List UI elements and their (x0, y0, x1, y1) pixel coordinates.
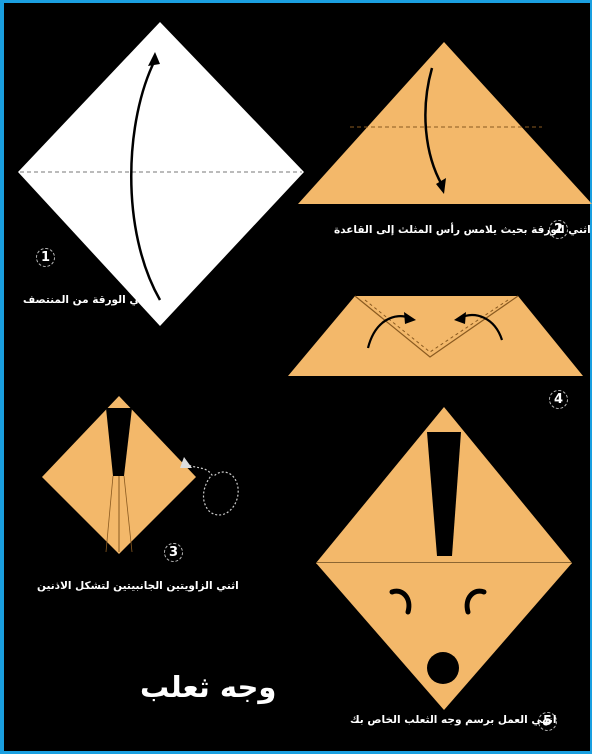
page-title: وجه ثعلب (140, 670, 276, 704)
step1-caption: اثني الورقة من المنتصف (23, 294, 152, 306)
step-number-1: 1 (36, 248, 55, 267)
step2-diagram (298, 42, 592, 204)
step3-diagram (42, 396, 238, 554)
step-number-3: 3 (164, 543, 183, 562)
step-number-4: 4 (549, 390, 568, 409)
step5-diagram (316, 407, 572, 710)
step2-caption: اثني الورقة بحيث يلامس رأس المثلث إلى ال… (334, 224, 591, 236)
step5-caption: انهي العمل برسم وجه الثعلب الخاص بك (350, 714, 556, 726)
step1-diagram (18, 22, 304, 326)
fox-nose (427, 652, 459, 684)
step4-trapezoid (288, 296, 583, 376)
fox-face-triangle (316, 563, 572, 710)
step3-turn-arrow (182, 462, 238, 515)
step1-white-paper (18, 22, 304, 326)
step3-caption: اثني الزاويتين الجانبيتين لتشكل الاذنين (37, 580, 239, 592)
step4-diagram (288, 296, 583, 376)
